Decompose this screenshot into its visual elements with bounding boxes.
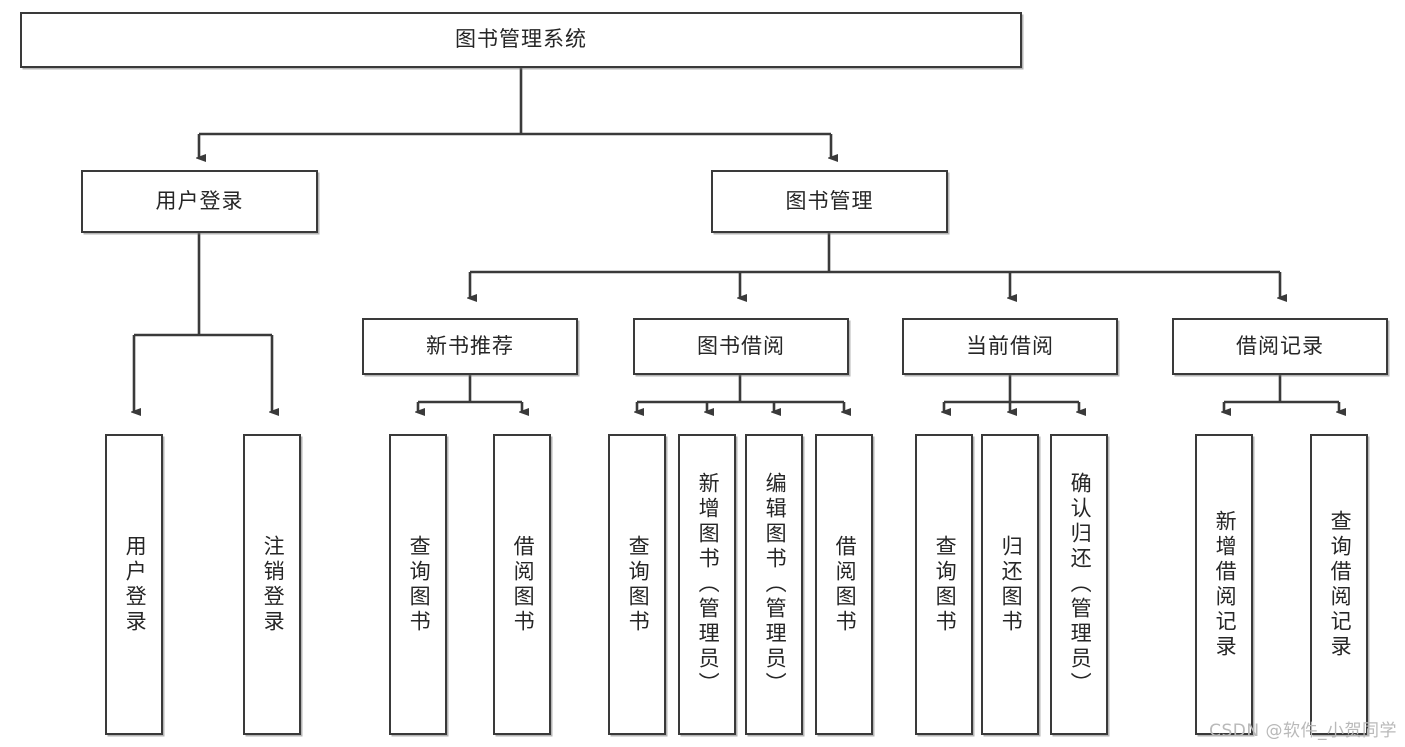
node-leaf-query-book-2-label: 查询图书 (626, 534, 650, 635)
node-leaf-borrow-book-1-label: 借阅图书 (511, 534, 535, 635)
node-leaf-user-login[interactable]: 用户登录 (105, 434, 163, 735)
node-leaf-query-book-3[interactable]: 查询图书 (915, 434, 973, 735)
watermark: CSDN @软件_小贺同学 (1209, 721, 1397, 741)
node-root-label: 图书管理系统 (455, 28, 587, 52)
node-leaf-logout[interactable]: 注销登录 (243, 434, 301, 735)
node-book-manage[interactable]: 图书管理 (711, 170, 948, 233)
node-leaf-query-record-label: 查询借阅记录 (1328, 509, 1352, 660)
node-leaf-return-book[interactable]: 归还图书 (981, 434, 1039, 735)
node-book-borrow-label: 图书借阅 (697, 334, 785, 358)
node-leaf-borrow-book-1[interactable]: 借阅图书 (493, 434, 551, 735)
node-leaf-borrow-book-2[interactable]: 借阅图书 (815, 434, 873, 735)
node-leaf-logout-label: 注销登录 (261, 534, 285, 635)
node-leaf-return-book-label: 归还图书 (999, 534, 1023, 635)
node-borrow-record[interactable]: 借阅记录 (1172, 318, 1388, 375)
node-new-book-recommend[interactable]: 新书推荐 (362, 318, 578, 375)
node-leaf-borrow-book-2-label: 借阅图书 (833, 534, 857, 635)
node-leaf-add-record-label: 新增借阅记录 (1213, 509, 1237, 660)
node-root[interactable]: 图书管理系统 (20, 12, 1022, 68)
node-current-borrow-label: 当前借阅 (966, 334, 1054, 358)
node-leaf-add-book[interactable]: 新增图书（管理员） (678, 434, 736, 735)
node-leaf-edit-book[interactable]: 编辑图书（管理员） (745, 434, 803, 735)
node-book-borrow[interactable]: 图书借阅 (633, 318, 849, 375)
node-leaf-query-record[interactable]: 查询借阅记录 (1310, 434, 1368, 735)
node-leaf-query-book-2[interactable]: 查询图书 (608, 434, 666, 735)
node-leaf-user-login-label: 用户登录 (123, 534, 147, 635)
node-leaf-query-book-1-label: 查询图书 (407, 534, 431, 635)
node-leaf-confirm-return[interactable]: 确认归还（管理员） (1050, 434, 1108, 735)
node-current-borrow[interactable]: 当前借阅 (902, 318, 1118, 375)
node-user-login-label: 用户登录 (155, 189, 244, 213)
node-leaf-confirm-return-label: 确认归还（管理员） (1068, 472, 1092, 697)
node-leaf-query-book-3-label: 查询图书 (933, 534, 957, 635)
node-leaf-add-book-label: 新增图书（管理员） (696, 472, 720, 697)
node-borrow-record-label: 借阅记录 (1236, 334, 1324, 358)
node-leaf-query-book-1[interactable]: 查询图书 (389, 434, 447, 735)
node-leaf-add-record[interactable]: 新增借阅记录 (1195, 434, 1253, 735)
node-new-book-recommend-label: 新书推荐 (426, 334, 514, 358)
node-user-login[interactable]: 用户登录 (81, 170, 318, 233)
node-book-manage-label: 图书管理 (785, 189, 874, 213)
node-leaf-edit-book-label: 编辑图书（管理员） (763, 472, 787, 697)
